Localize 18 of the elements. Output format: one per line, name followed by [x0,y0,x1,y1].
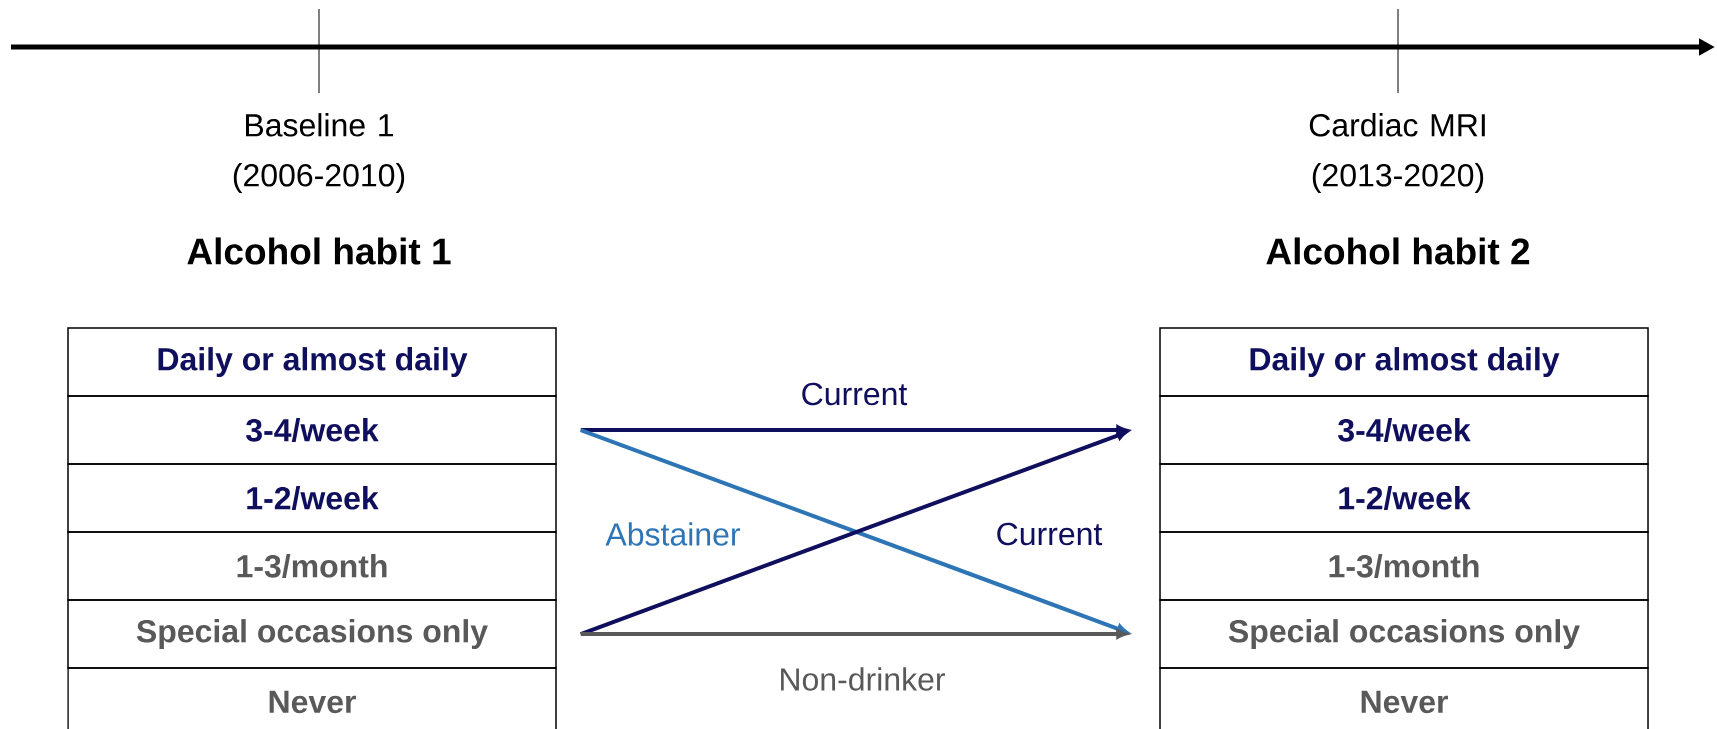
table-cell: 1-3/month [1159,531,1649,601]
table-cell: 3-4/week [1159,395,1649,465]
timepoint-label: Cardiac MRI (2013-2020) [1309,113,1485,193]
table-heading: Alcohol habit 2 [1266,237,1530,265]
timepoint-label: Baseline 1 (2006-2010) [233,113,405,193]
table-cell: 3-4/week [67,395,557,465]
edge-label: Current [798,380,910,408]
table-cell: Daily or almost daily [1159,327,1649,397]
table-cell: Daily or almost daily [67,327,557,397]
table-cell: 1-2/week [1159,463,1649,533]
table-cell: Special occasions only [1159,599,1649,669]
table-cell: Special occasions only [67,599,557,669]
table-cell: Never [1159,667,1649,729]
table-cell: 1-2/week [67,463,557,533]
table-cell: Never [67,667,557,729]
edge-label: Non-drinker [776,665,948,693]
table-cell: 1-3/month [67,531,557,601]
table-heading: Alcohol habit 1 [187,237,451,265]
